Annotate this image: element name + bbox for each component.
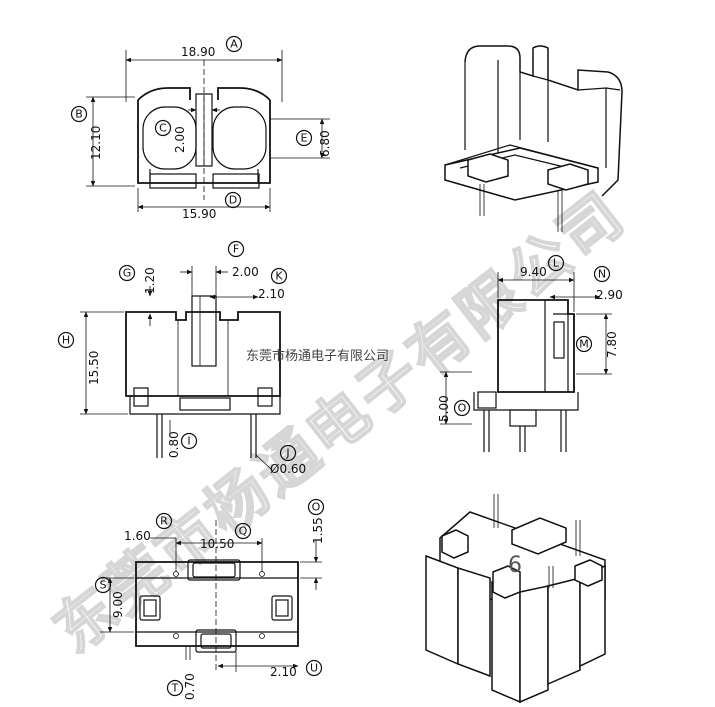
top-view	[86, 50, 330, 212]
side-view	[473, 299, 579, 452]
dim-Q-value: 10.50	[200, 537, 234, 551]
dim-P-value: 1.60	[124, 529, 151, 543]
callout-S: S	[100, 579, 107, 592]
dim-I-value: 0.80	[167, 431, 181, 458]
callout-I: I	[187, 435, 190, 448]
dim-A-value: 18.90	[181, 45, 215, 59]
page-number: 6	[508, 553, 522, 578]
callout-T: T	[171, 682, 179, 695]
callout-K: K	[275, 270, 283, 283]
front-view	[125, 295, 281, 458]
dim-U-value: 2.10	[270, 665, 297, 679]
callout-C: C	[159, 122, 167, 135]
dim-K-value: 2.10	[258, 287, 285, 301]
iso-view-top	[444, 45, 623, 232]
callout-L: L	[553, 257, 560, 270]
callout-O2: O	[312, 501, 321, 514]
dim-H-value: 15.50	[87, 351, 101, 385]
callout-O1: O	[458, 402, 467, 415]
callout-G: G	[123, 267, 132, 280]
dim-B-value: 12.10	[89, 126, 103, 160]
callout-Q: Q	[239, 525, 248, 538]
company-caption: 东莞市杨通电子有限公司	[246, 348, 389, 364]
dim-J-value: Ø0.60	[270, 462, 306, 476]
dim-L-value: 9.40	[520, 265, 547, 279]
dim-O2-value: 1.55	[311, 517, 325, 544]
callout-F: F	[233, 243, 239, 256]
dim-M-value: 7.80	[605, 331, 619, 358]
dim-O1-value: 5.00	[437, 395, 451, 422]
callout-H: H	[62, 334, 70, 347]
dim-F-value: 2.00	[232, 265, 259, 279]
callout-A: A	[230, 38, 238, 51]
dim-E-value: 6.80	[318, 130, 332, 157]
callout-E: E	[301, 132, 308, 145]
bottom-view	[135, 520, 299, 672]
callout-U: U	[310, 662, 318, 675]
dim-T-value: 0.70	[183, 673, 197, 700]
dim-D-value: 15.90	[182, 207, 216, 221]
callout-J: J	[285, 447, 289, 460]
iso-view-bottom	[425, 494, 606, 704]
dim-N-value: 2.90	[596, 288, 623, 302]
callout-D: D	[229, 194, 237, 207]
callout-M: M	[579, 338, 589, 351]
dim-S-value: 9.00	[111, 591, 125, 618]
callout-B: B	[75, 108, 83, 121]
callout-N: N	[598, 268, 606, 281]
callout-P: R	[160, 515, 168, 528]
dim-G-value: 1.20	[143, 267, 157, 294]
dim-C-value: 2.00	[173, 126, 187, 153]
